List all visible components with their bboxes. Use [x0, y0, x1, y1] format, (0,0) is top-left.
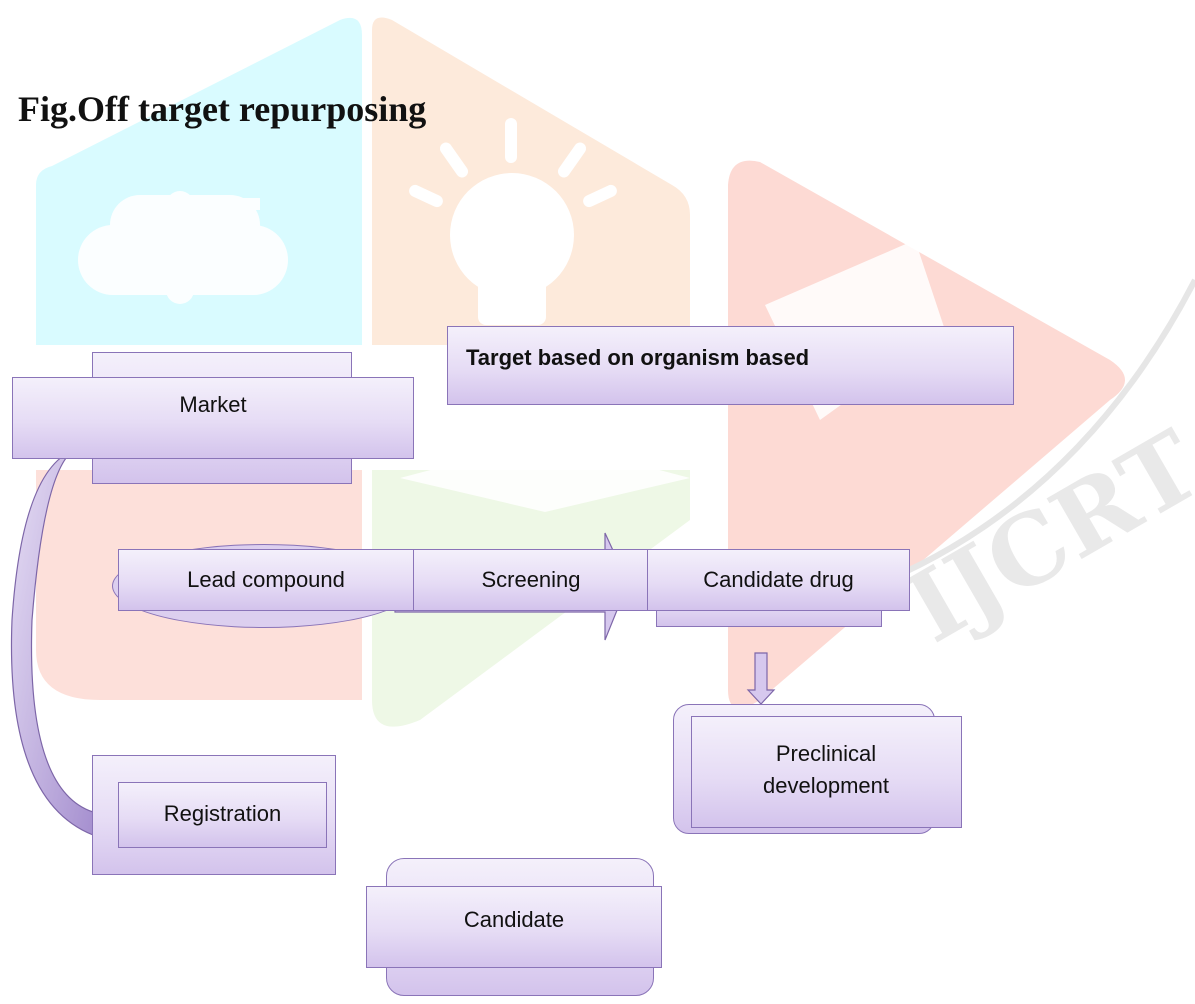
lead-compound-node — [118, 549, 414, 611]
target-based-label: Target based on organism based — [466, 345, 810, 371]
lead-compound-label: Lead compound — [187, 567, 345, 593]
registration-to-market-arrow — [10, 418, 96, 836]
candidate-label: Candidate — [463, 907, 565, 933]
figure-title: Fig.Off target repurposing — [18, 89, 427, 129]
preclinical-label: Preclinical development — [763, 741, 889, 798]
screening-label: Screening — [481, 567, 581, 593]
candidate-drug-label: Candidate drug — [703, 567, 854, 593]
candidate-drug-node — [647, 549, 910, 611]
registration-node — [118, 782, 327, 848]
market-label: Market — [179, 392, 247, 418]
candidate-drug-to-preclinical-arrow — [746, 652, 776, 705]
screening-node — [413, 549, 649, 611]
market-node — [12, 377, 414, 459]
registration-label: Registration — [163, 801, 282, 827]
target-based-node — [447, 326, 1014, 405]
candidate-node — [366, 886, 662, 968]
preclinical-node — [691, 716, 962, 828]
